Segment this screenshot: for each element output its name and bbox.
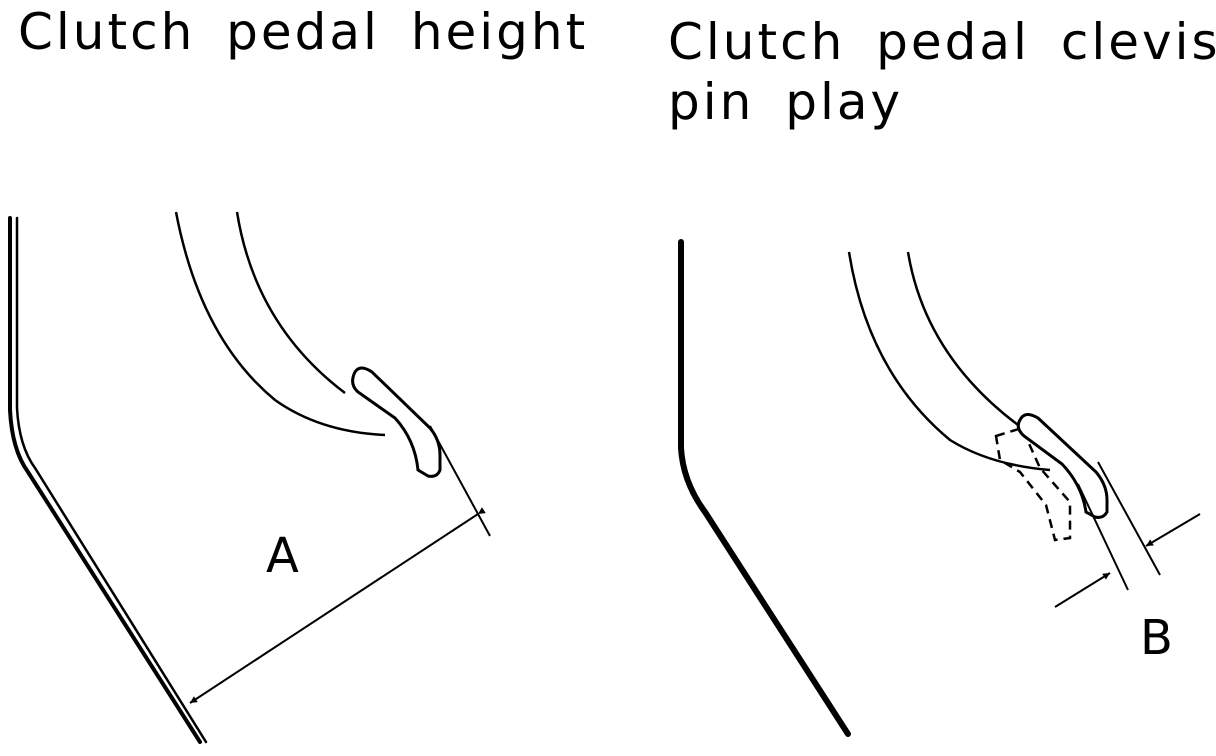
- right-title-line-1: Clutch pedal clevis: [668, 13, 1216, 71]
- dimension-a-label: A: [266, 528, 299, 584]
- pedal-arm-left: [174, 211, 386, 437]
- left-diagram-title: Clutch pedal height: [18, 3, 589, 61]
- pedal-pad-right: [1016, 413, 1109, 519]
- pedal-face-line-play: [1097, 461, 1161, 576]
- dimension-b-arrow-right: [1145, 513, 1201, 547]
- pedal-height-diagram: A: [8, 211, 491, 744]
- clevis-pin-play-diagram: B: [678, 239, 1201, 737]
- right-title-line-2: pin play: [668, 73, 904, 131]
- pedal-pad-left: [351, 366, 442, 478]
- dimension-b-arrow-left: [1054, 572, 1111, 608]
- floor-panel-left: [8, 216, 208, 744]
- right-diagram-title: Clutch pedal clevis pin play: [668, 12, 1216, 132]
- dimension-a-line: [189, 507, 486, 704]
- floor-panel-right: [678, 239, 851, 737]
- pedal-pad-ghost: [994, 426, 1072, 542]
- pedal-arm-right: [847, 251, 1051, 472]
- dimension-b-label: B: [1140, 610, 1173, 666]
- pedal-face-extension-line: [429, 425, 491, 537]
- pedal-face-line-rest: [1077, 483, 1129, 591]
